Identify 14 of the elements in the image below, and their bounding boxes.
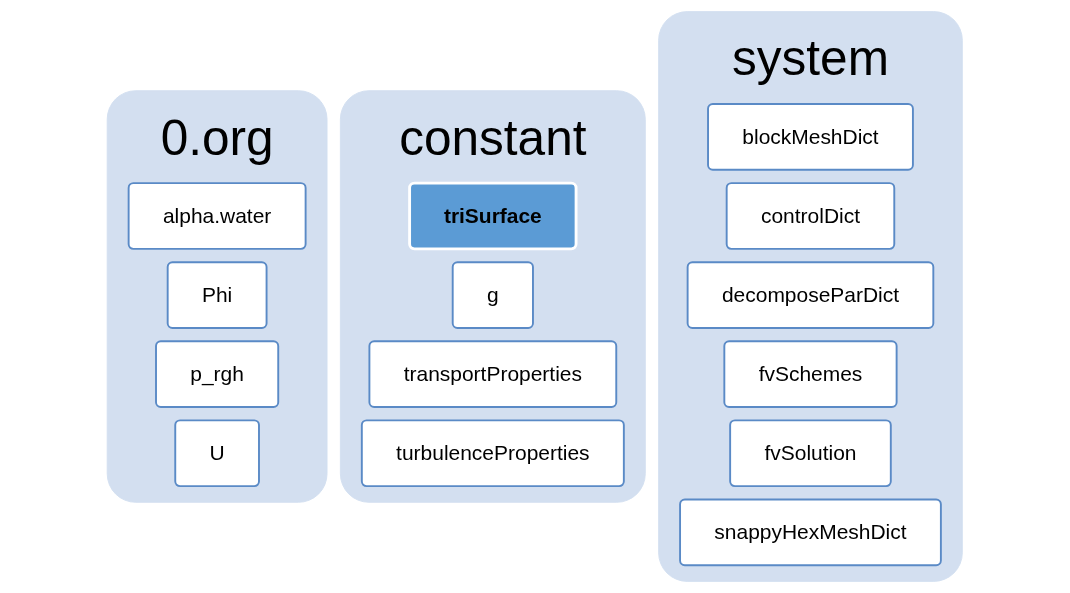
node-box: p_rgh — [155, 340, 280, 408]
node-box: controlDict — [725, 182, 896, 250]
node-box: alpha.water — [127, 182, 307, 250]
node-box: fvSolution — [729, 419, 892, 488]
node-box: turbulenceProperties — [361, 419, 626, 488]
node-box: decomposeParDict — [686, 261, 935, 329]
node-box: fvSchemes — [723, 340, 898, 408]
node-box: g — [451, 261, 535, 329]
node-box: triSurface — [408, 181, 578, 251]
node-box: U — [174, 419, 261, 488]
node-box: blockMeshDict — [707, 103, 915, 171]
node-box: Phi — [166, 261, 268, 329]
node-box: snappyHexMeshDict — [679, 498, 943, 567]
node-box: transportProperties — [368, 340, 618, 408]
